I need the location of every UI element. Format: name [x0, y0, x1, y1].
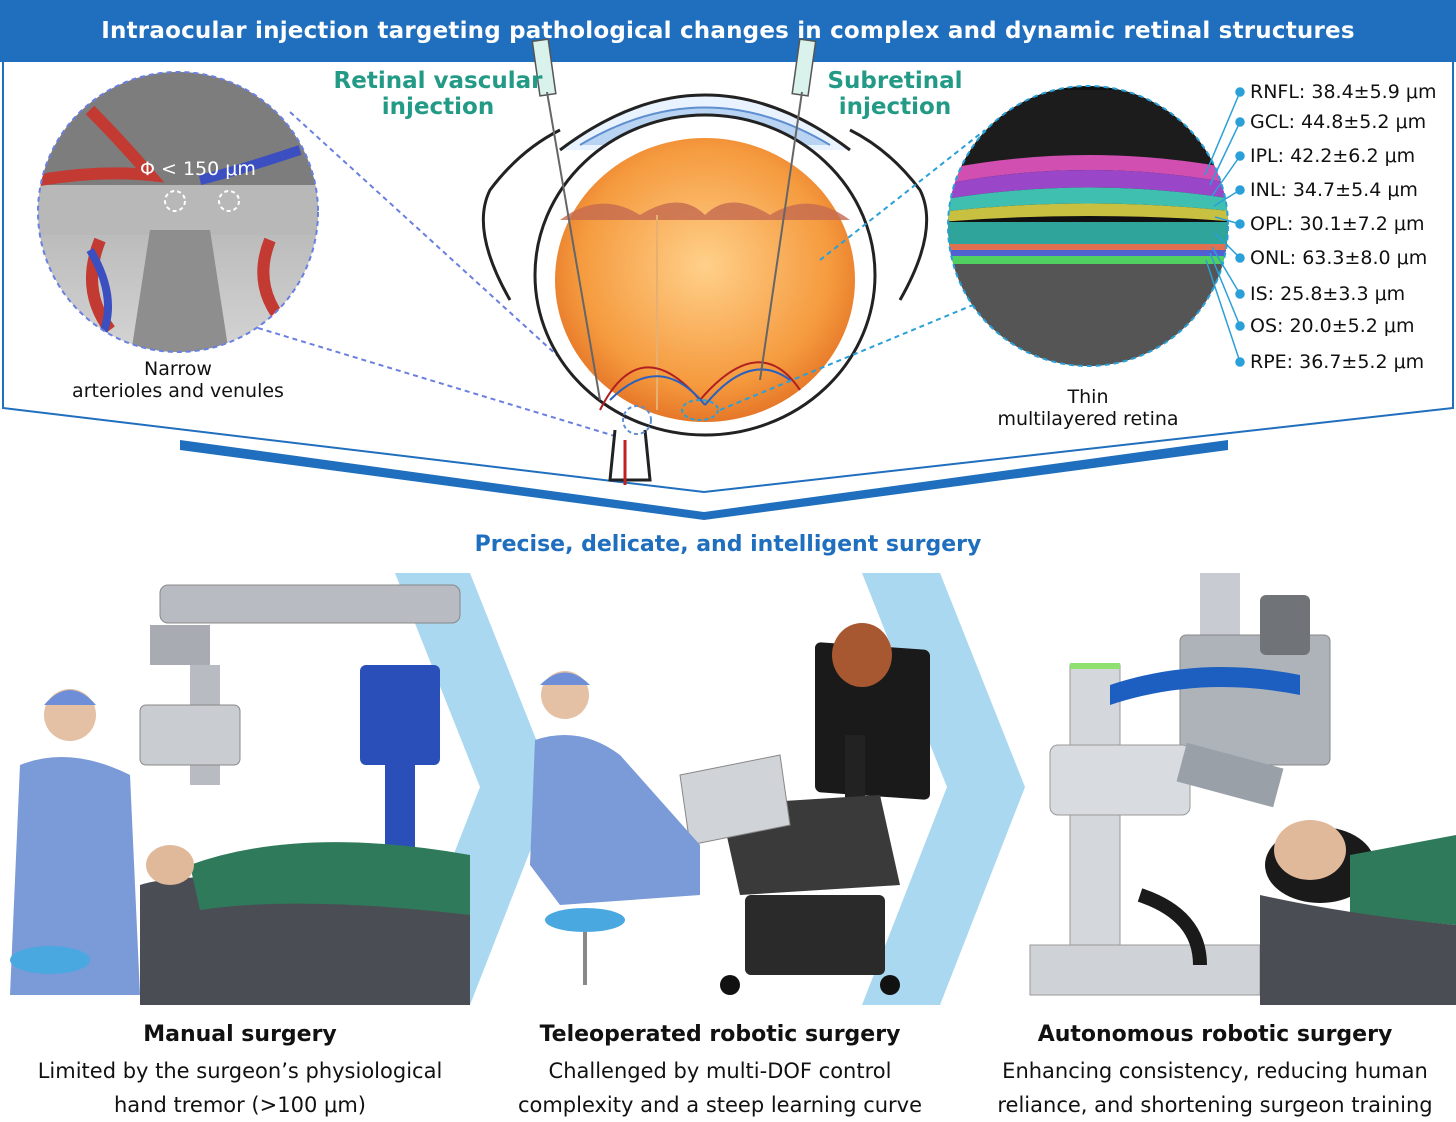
stage-title-manual: Manual surgery — [143, 1022, 337, 1047]
chevron-arrow-2 — [862, 573, 1025, 1005]
layer-label-onl: ONL: 63.3±8.0 μm — [1250, 247, 1428, 269]
vessel-caption-line2: arterioles and venules — [72, 380, 284, 402]
teleoperated-surgery-scene — [530, 623, 930, 995]
stage-title-autonomous: Autonomous robotic surgery — [1037, 1022, 1393, 1047]
vessel-caption-line1: Narrow — [144, 358, 212, 380]
layer-label-gcl: GCL: 44.8±5.2 μm — [1250, 111, 1427, 133]
chevron-arrow-1 — [395, 573, 555, 1005]
stage-desc-teleoperated: Challenged by multi-DOF control complexi… — [480, 1054, 960, 1122]
vessel-circle — [37, 71, 319, 353]
vessel-diameter-label: Φ < 150 μm — [140, 158, 256, 180]
stage-desc-autonomous: Enhancing consistency, reducing human re… — [975, 1054, 1455, 1122]
autonomous-surgery-scene — [1029, 573, 1456, 1005]
header-title: Intraocular injection targeting patholog… — [101, 18, 1355, 44]
layer-label-rnfl: RNFL: 38.4±5.9 μm — [1250, 81, 1437, 103]
retina-oct-circle — [947, 85, 1229, 367]
stage-desc-teleoperated-line2: complexity and a steep learning curve — [517, 1093, 923, 1117]
stage-title-teleoperated: Teleoperated robotic surgery — [539, 1022, 901, 1047]
retina-caption: Thin multilayered retina — [960, 386, 1216, 430]
top-panel-border — [1, 62, 1454, 494]
layer-label-opl: OPL: 30.1±7.2 μm — [1250, 213, 1425, 235]
surgery-scenes — [10, 573, 1456, 1005]
header-bar — [0, 0, 1456, 62]
right-injection-line2: injection — [838, 94, 952, 120]
layer-label-is: IS: 25.8±3.3 μm — [1250, 283, 1406, 305]
retinal-vascular-injection-label: Retinal vascular injection — [320, 68, 556, 120]
stage-desc-manual-line2: hand tremor (>100 μm) — [114, 1093, 366, 1117]
stage-desc-autonomous-line1: Enhancing consistency, reducing human — [1002, 1059, 1428, 1083]
stage-desc-teleoperated-line1: Challenged by multi-DOF control — [548, 1059, 892, 1083]
retina-caption-line2: multilayered retina — [997, 408, 1179, 430]
stage-desc-manual: Limited by the surgeon’s physiological h… — [10, 1054, 470, 1122]
stage-desc-manual-line1: Limited by the surgeon’s physiological — [37, 1059, 443, 1083]
subretinal-injection-label: Subretinal injection — [800, 68, 990, 120]
layer-label-inl: INL: 34.7±5.4 μm — [1250, 179, 1418, 201]
mid-title: Precise, delicate, and intelligent surge… — [474, 532, 982, 557]
left-injection-line2: injection — [381, 94, 495, 120]
layer-label-rpe: RPE: 36.7±5.2 μm — [1250, 351, 1425, 373]
retina-caption-line1: Thin — [1067, 386, 1109, 408]
left-injection-line1: Retinal vascular — [333, 68, 543, 94]
chevron-bar — [180, 440, 1228, 520]
stage-desc-autonomous-line2: reliance, and shortening surgeon trainin… — [997, 1093, 1433, 1117]
layer-callout-lines — [1204, 87, 1245, 367]
layer-label-ipl: IPL: 42.2±6.2 μm — [1250, 145, 1416, 167]
right-injection-line1: Subretinal — [827, 68, 963, 94]
eye-illustration — [481, 38, 929, 485]
manual-surgery-scene — [10, 584, 470, 1005]
vessel-caption: Narrow arterioles and venules — [40, 358, 316, 402]
layer-label-os: OS: 20.0±5.2 μm — [1250, 315, 1415, 337]
